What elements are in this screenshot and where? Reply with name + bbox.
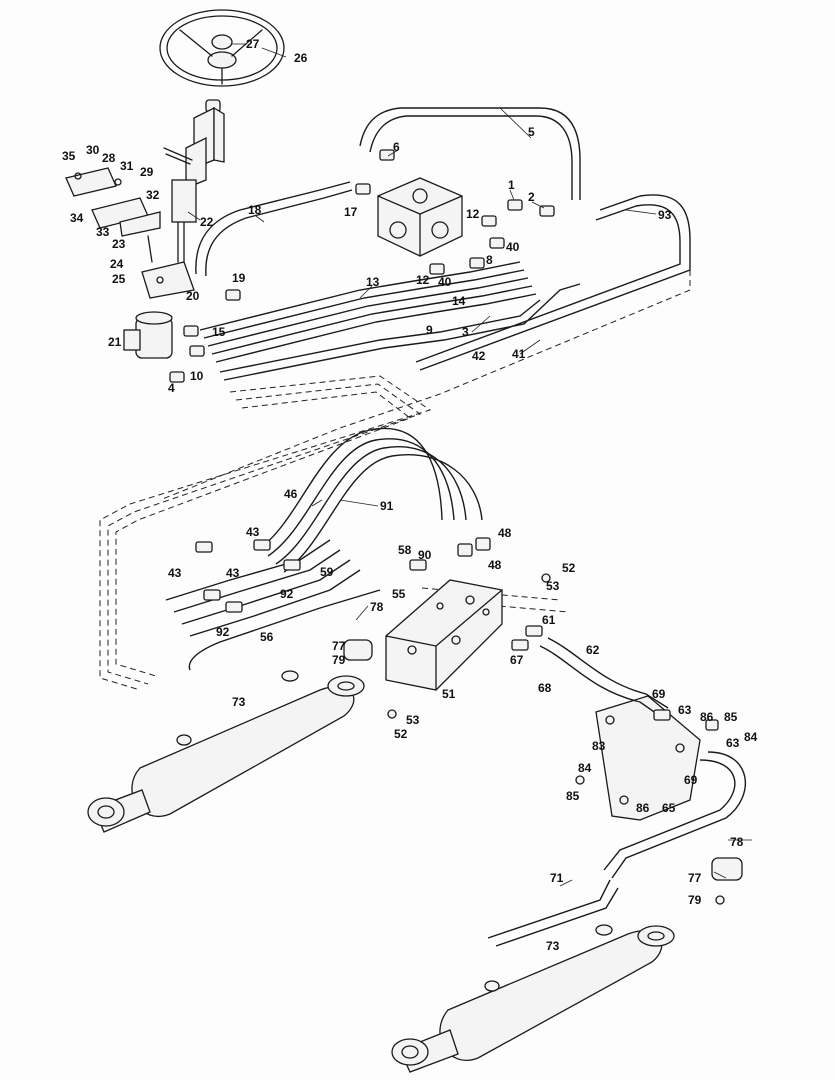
- callout-79-lower: 79: [688, 893, 702, 907]
- callout-34: 34: [70, 211, 84, 225]
- callout-35: 35: [62, 149, 76, 163]
- callout-79-upper: 79: [332, 653, 346, 667]
- steering-control-unit: [123, 311, 173, 359]
- callout-43-left: 43: [168, 566, 182, 580]
- callout-67: 67: [510, 653, 524, 667]
- arched-hose-bundle: [165, 427, 483, 671]
- callout-3: 3: [462, 325, 469, 339]
- callout-13: 13: [366, 275, 380, 289]
- callout-78-lower: 78: [730, 835, 744, 849]
- steering-wheel: [159, 9, 285, 87]
- callout-18: 18: [248, 203, 262, 217]
- right-cylinder-hoses: [487, 637, 747, 947]
- callout-31: 31: [120, 159, 134, 173]
- column-mounting-brackets: [65, 167, 195, 299]
- callout-62: 62: [586, 643, 600, 657]
- callout-90: 90: [418, 548, 432, 562]
- callout-6: 6: [393, 140, 400, 154]
- callout-9: 9: [426, 323, 433, 337]
- callout-48-top: 48: [498, 526, 512, 540]
- callout-28: 28: [102, 151, 116, 165]
- callout-53-lower: 53: [406, 713, 420, 727]
- callout-91: 91: [380, 499, 394, 513]
- callout-19: 19: [232, 271, 246, 285]
- callout-12-lower: 12: [416, 273, 430, 287]
- callout-68: 68: [538, 681, 552, 695]
- callout-46: 46: [284, 487, 298, 501]
- callout-84-lower: 84: [578, 761, 592, 775]
- callout-12-upper: 12: [466, 207, 480, 221]
- callout-69-lower: 69: [684, 773, 698, 787]
- callout-69-upper: 69: [652, 687, 666, 701]
- callout-52-lower: 52: [394, 727, 408, 741]
- callout-5: 5: [528, 125, 535, 139]
- callout-59: 59: [320, 565, 334, 579]
- callout-20: 20: [186, 289, 200, 303]
- callout-63-upper: 63: [678, 703, 692, 717]
- callout-65: 65: [662, 801, 676, 815]
- callout-92-upper: 92: [280, 587, 294, 601]
- callout-25: 25: [112, 272, 126, 286]
- steering-cylinder-lower: [391, 924, 675, 1073]
- callout-22: 22: [200, 215, 214, 229]
- callout-29: 29: [140, 165, 154, 179]
- steering-column: [163, 99, 225, 263]
- callout-1: 1: [508, 178, 515, 192]
- callout-27: 27: [246, 37, 260, 51]
- steering-cylinder-upper: [87, 670, 365, 833]
- manifold-block: [385, 579, 503, 691]
- callout-43-mid: 43: [226, 566, 240, 580]
- callout-73-upper: 73: [232, 695, 246, 709]
- callout-4: 4: [168, 381, 175, 395]
- callout-41: 41: [512, 347, 526, 361]
- callout-48-lower: 48: [488, 558, 502, 572]
- callout-77-upper: 77: [332, 639, 346, 653]
- upper-hoses: [195, 107, 691, 381]
- callout-40-upper: 40: [506, 240, 520, 254]
- callout-10: 10: [190, 369, 204, 383]
- callout-92-lower: 92: [216, 625, 230, 639]
- callout-33: 33: [96, 225, 110, 239]
- callout-85-lower: 85: [566, 789, 580, 803]
- callout-23: 23: [112, 237, 126, 251]
- callout-83: 83: [592, 739, 606, 753]
- callout-86-lower: 86: [636, 801, 650, 815]
- callout-78-upper: 78: [370, 600, 384, 614]
- callout-leaders: [187, 43, 752, 887]
- callout-71: 71: [550, 871, 564, 885]
- callout-84-upper: 84: [744, 730, 758, 744]
- callout-86-upper: 86: [700, 710, 714, 724]
- callout-77-lower: 77: [688, 871, 702, 885]
- callout-17: 17: [344, 205, 358, 219]
- callout-2: 2: [528, 190, 535, 204]
- callout-26: 26: [294, 51, 308, 65]
- callout-56: 56: [260, 630, 274, 644]
- priority-valve-block: [377, 177, 463, 257]
- callout-24: 24: [110, 257, 124, 271]
- callout-53-upper: 53: [546, 579, 560, 593]
- fittings: [169, 149, 725, 905]
- callout-21: 21: [108, 335, 122, 349]
- callout-93: 93: [658, 208, 672, 222]
- callout-8: 8: [486, 253, 493, 267]
- callout-43-top: 43: [246, 525, 260, 539]
- callout-73-lower: 73: [546, 939, 560, 953]
- callout-63-lower: 63: [726, 736, 740, 750]
- callout-15: 15: [212, 325, 226, 339]
- callout-14: 14: [452, 294, 466, 308]
- callout-52-upper: 52: [562, 561, 576, 575]
- callout-51: 51: [442, 687, 456, 701]
- callout-61: 61: [542, 613, 556, 627]
- callout-85-upper: 85: [724, 710, 738, 724]
- callout-30: 30: [86, 143, 100, 157]
- callout-40-lower: 40: [438, 275, 452, 289]
- callout-58: 58: [398, 543, 412, 557]
- callout-55: 55: [392, 587, 406, 601]
- callout-labels: 27 26 5 6 35 30 28 31 29 1 2 93 32 34 33…: [62, 37, 758, 953]
- callout-42: 42: [472, 349, 486, 363]
- callout-32: 32: [146, 188, 160, 202]
